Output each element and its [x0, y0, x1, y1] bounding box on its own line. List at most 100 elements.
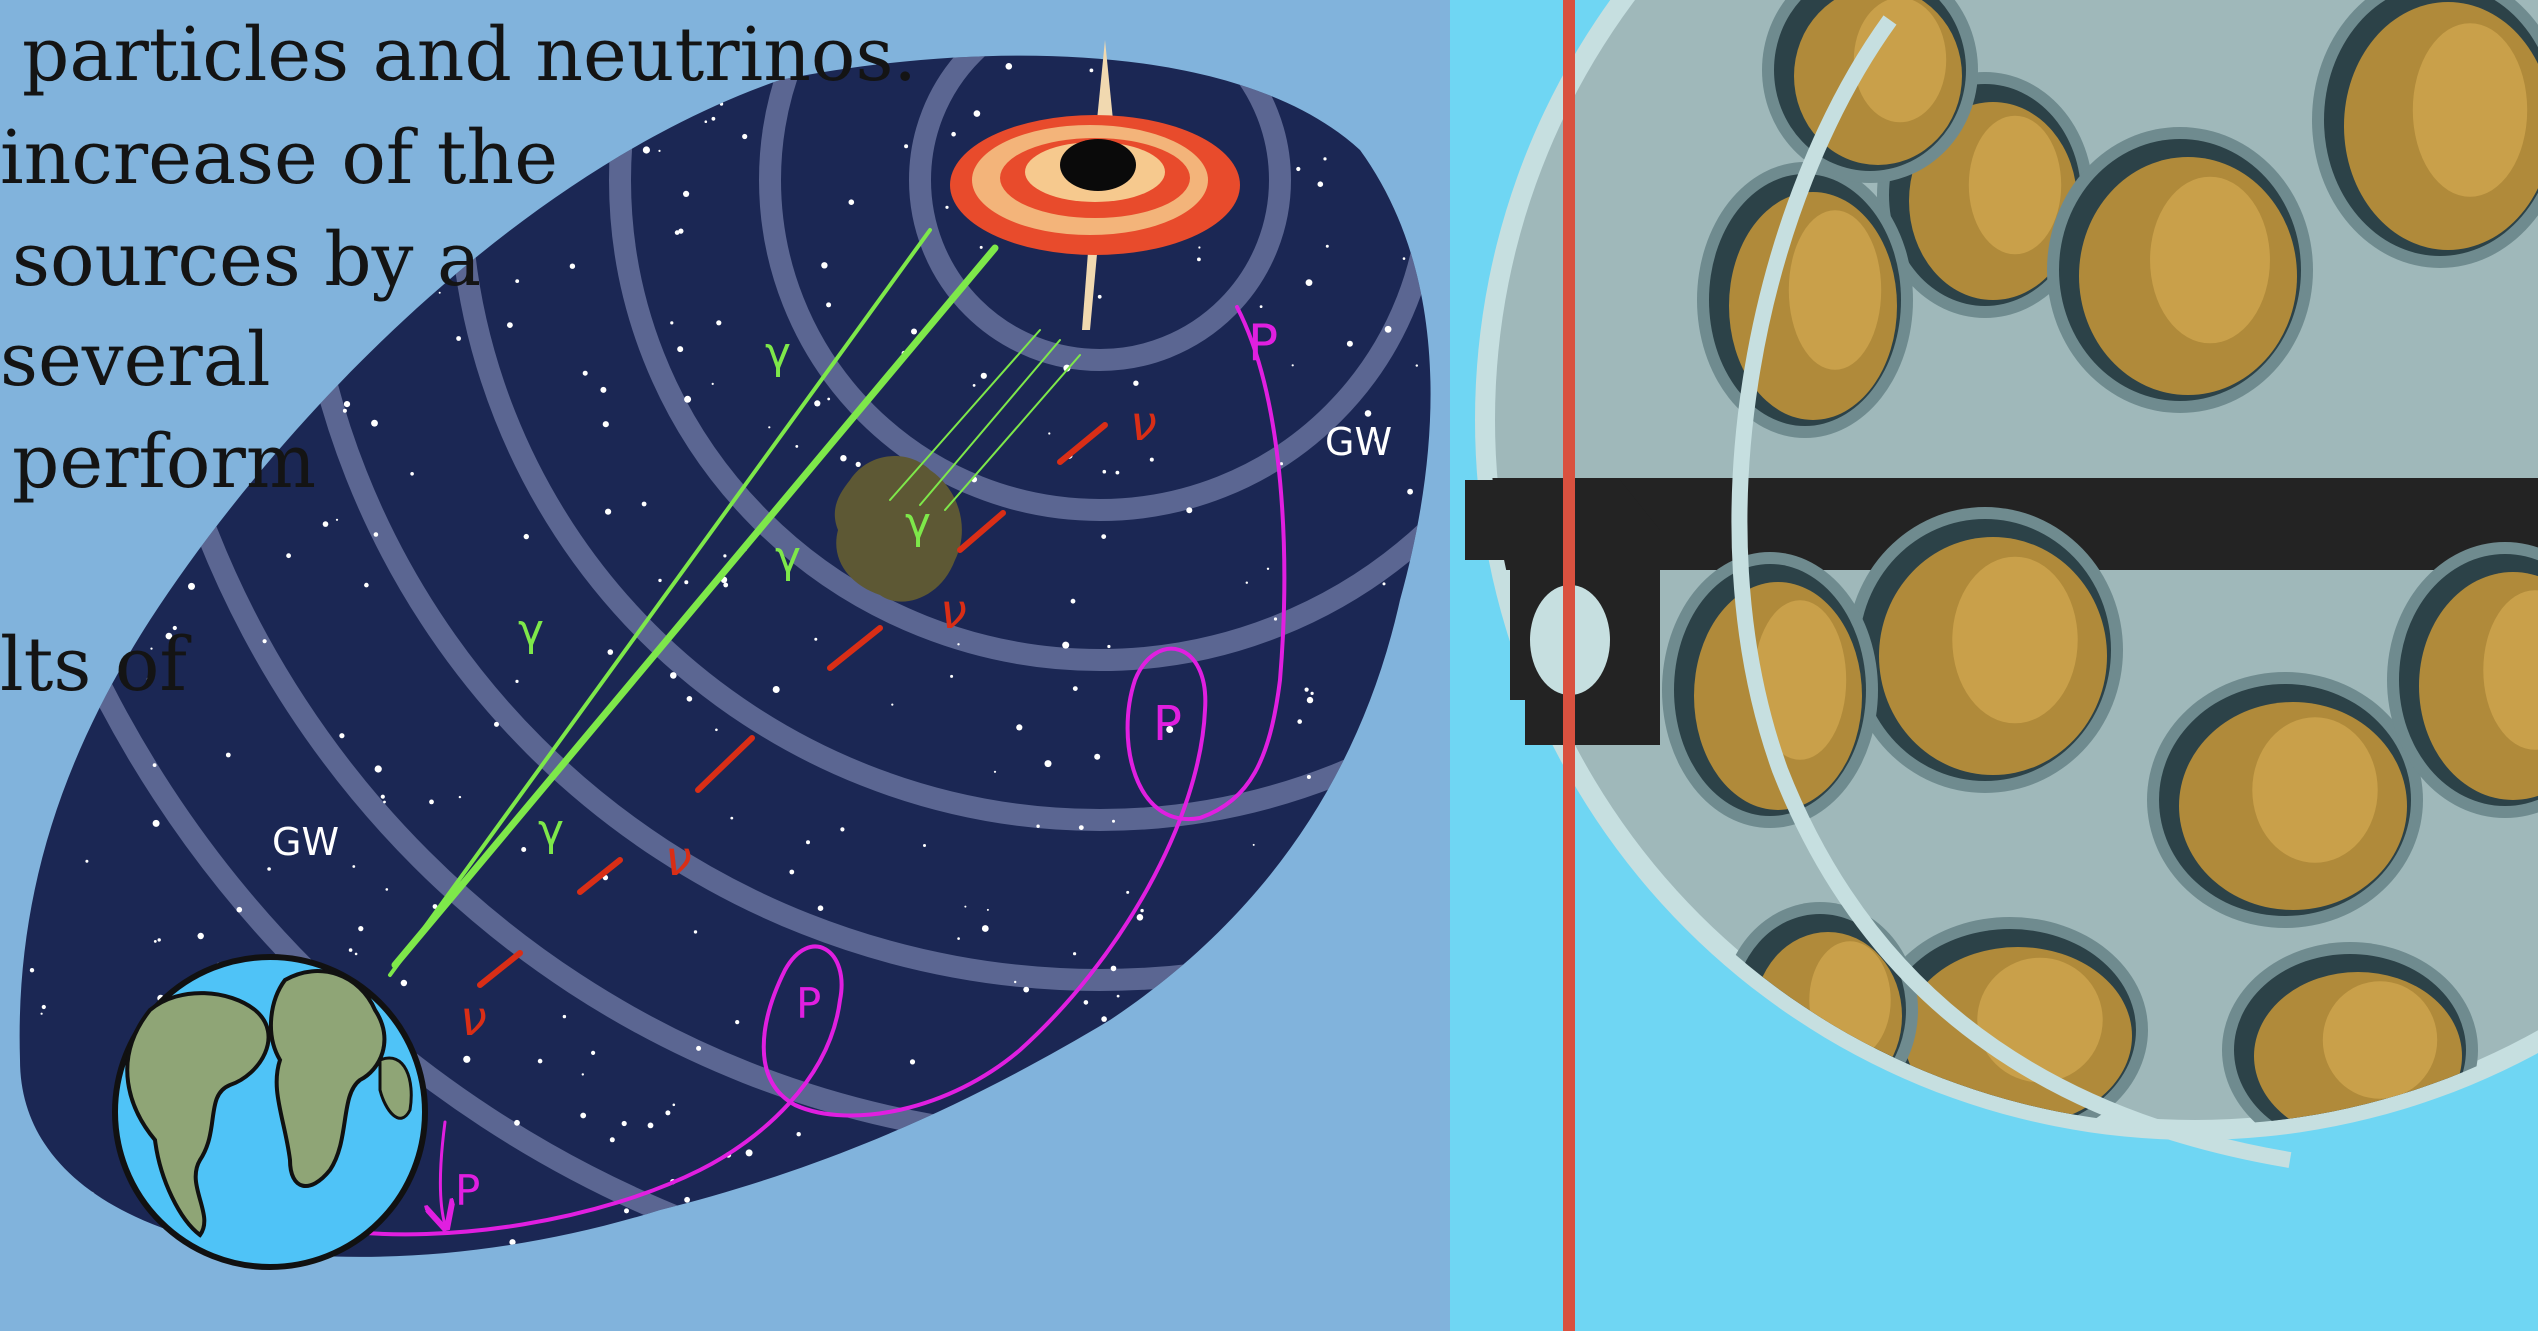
star [712, 383, 714, 385]
star [658, 579, 661, 582]
star [622, 1121, 627, 1126]
star [349, 948, 353, 952]
star [1062, 642, 1069, 649]
star [188, 583, 195, 590]
star [42, 1005, 46, 1009]
star [945, 206, 948, 209]
star [1126, 891, 1129, 894]
star [973, 384, 976, 387]
star [1006, 63, 1013, 70]
star [563, 1015, 566, 1018]
text-line: several [0, 317, 271, 403]
star [1347, 341, 1353, 347]
star [705, 120, 708, 123]
star [1311, 692, 1314, 695]
star [795, 445, 798, 448]
star [343, 409, 347, 413]
star [610, 1137, 615, 1142]
star [515, 680, 518, 683]
gamma-label: γ [765, 328, 791, 379]
star [226, 753, 231, 758]
star [1307, 775, 1311, 779]
star [1150, 458, 1154, 462]
star [267, 867, 271, 871]
star [286, 553, 291, 558]
star [1094, 754, 1100, 760]
star [826, 302, 831, 307]
star [1307, 697, 1313, 703]
earth [115, 957, 425, 1267]
star [429, 800, 434, 805]
star [684, 580, 688, 584]
star [821, 262, 827, 268]
star [642, 502, 647, 507]
star [339, 733, 344, 738]
star [1071, 599, 1076, 604]
text-line: increase of the [0, 115, 558, 201]
star [840, 455, 846, 461]
star [678, 229, 683, 234]
star [1246, 582, 1248, 584]
star [1101, 534, 1106, 539]
star [994, 771, 996, 773]
star [336, 519, 338, 521]
star [746, 1149, 753, 1156]
star [344, 401, 350, 407]
star [374, 532, 379, 537]
star [514, 1120, 520, 1126]
gamma-label: γ [538, 805, 564, 856]
star [323, 521, 329, 527]
star [1186, 507, 1192, 513]
star [1016, 724, 1022, 730]
star [670, 672, 677, 679]
gamma-label: γ [518, 605, 544, 656]
star [538, 1059, 543, 1064]
star [198, 933, 204, 939]
star [696, 1046, 701, 1051]
star [1292, 364, 1294, 366]
star [459, 796, 461, 798]
gamma-label: γ [775, 532, 801, 583]
star [1103, 470, 1107, 474]
star [401, 980, 407, 986]
star [463, 1056, 470, 1063]
pmt-highlight [2323, 981, 2437, 1099]
star [605, 509, 611, 515]
star [371, 420, 378, 427]
star [735, 1020, 739, 1024]
star [797, 1132, 801, 1136]
star [856, 462, 861, 467]
star [987, 909, 989, 911]
pmt-highlight [1977, 958, 2102, 1083]
star [1048, 432, 1050, 434]
star [375, 765, 382, 772]
star [818, 905, 824, 911]
gw-label: GW [272, 820, 339, 864]
star [524, 534, 529, 539]
star [723, 554, 726, 557]
text-line: particles and neutrinos. [22, 12, 917, 98]
star [570, 264, 575, 269]
star [521, 847, 526, 852]
star [1133, 381, 1138, 386]
pmt-highlight [1952, 557, 2077, 724]
star [1090, 69, 1094, 73]
star [715, 729, 718, 732]
pmt-highlight [2252, 717, 2377, 863]
star [910, 1059, 915, 1064]
star [957, 643, 959, 645]
star [716, 320, 721, 325]
star [904, 144, 908, 148]
star [580, 1113, 586, 1119]
star [768, 426, 770, 428]
star [364, 583, 369, 588]
star [1318, 181, 1324, 187]
star [1198, 246, 1200, 248]
star [730, 817, 733, 820]
star [1197, 258, 1201, 262]
star [494, 722, 499, 727]
star [1385, 326, 1392, 333]
star [806, 840, 810, 844]
star [982, 925, 989, 932]
